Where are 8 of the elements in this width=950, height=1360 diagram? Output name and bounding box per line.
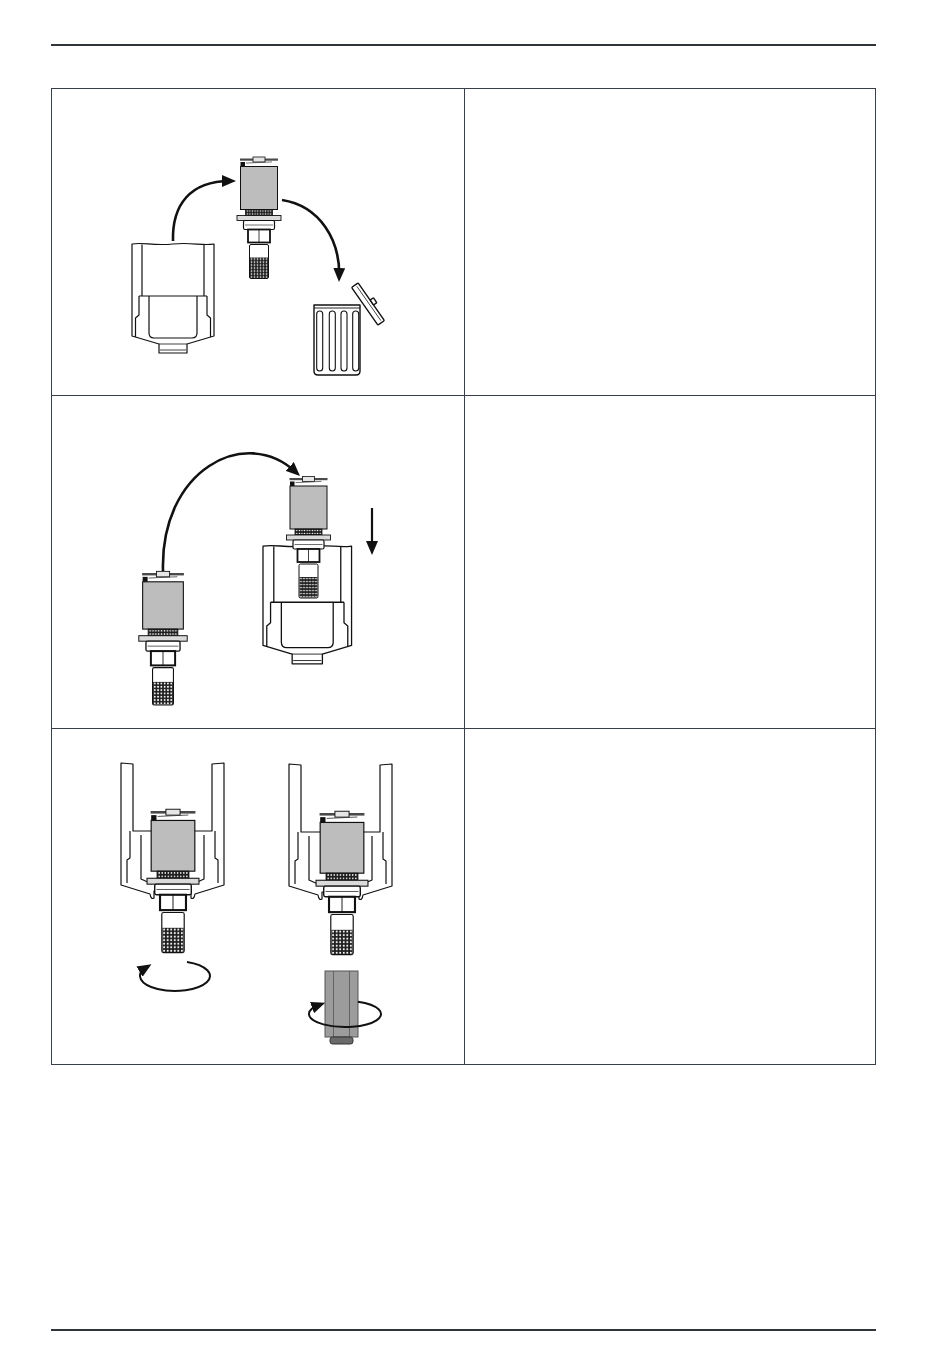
filter-assembly-drawing (262, 476, 353, 665)
curved-arrow (281, 198, 345, 282)
trash-bin-drawing (313, 282, 385, 377)
filter-element-drawing (138, 571, 188, 706)
filter-housing-drawing (131, 241, 215, 354)
filter-element-drawing (236, 156, 282, 280)
curved-arrow (161, 452, 301, 572)
curved-arrow (171, 175, 236, 242)
